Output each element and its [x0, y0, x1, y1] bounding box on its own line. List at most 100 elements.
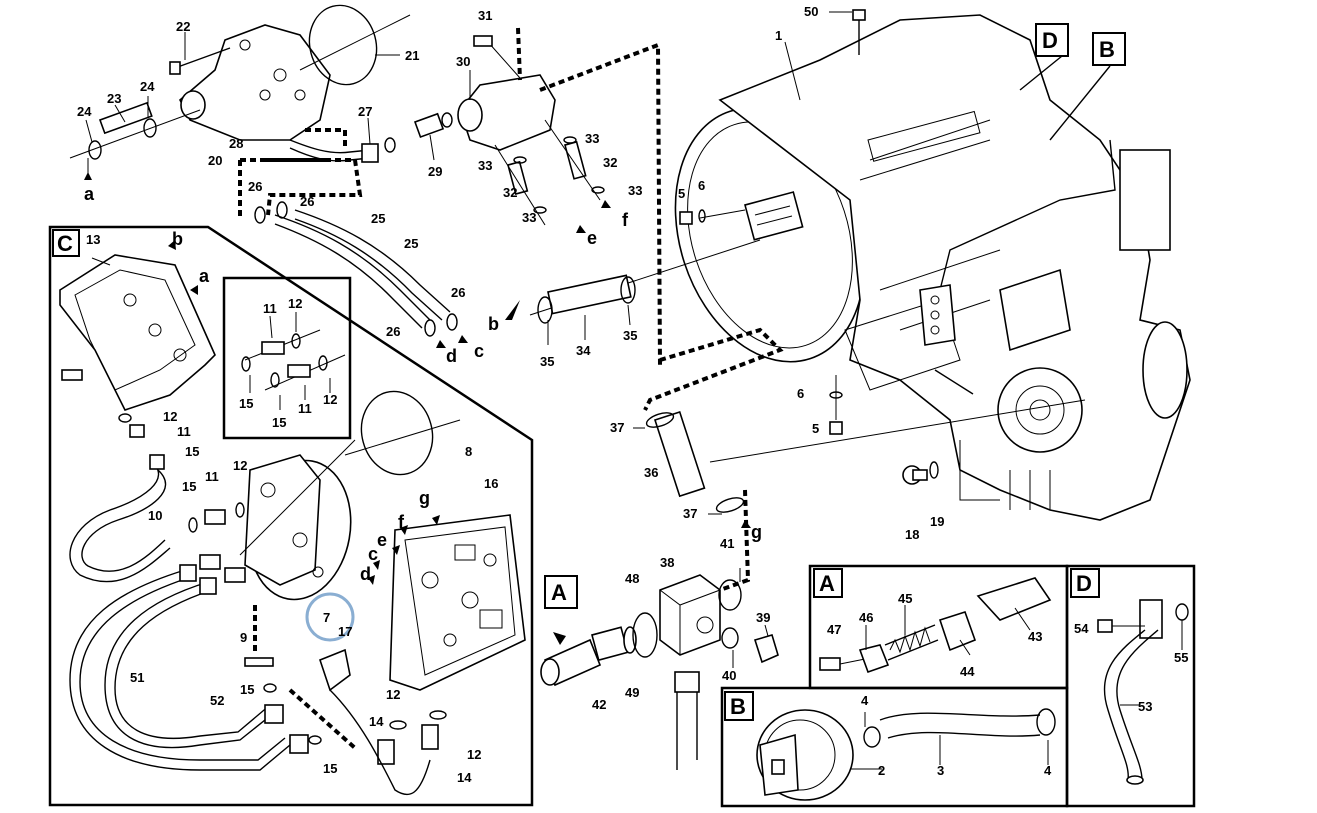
- callout-43: 43: [1028, 629, 1042, 644]
- transmission-housing: [674, 14, 1191, 521]
- section-label-c: C: [52, 229, 80, 257]
- callout-8: 8: [465, 444, 472, 459]
- callout-12c: 12: [163, 409, 177, 424]
- callout-33a: 33: [585, 131, 599, 146]
- valve-housing-7: [239, 439, 356, 601]
- callout-2: 2: [878, 763, 885, 778]
- callout-53: 53: [1138, 699, 1152, 714]
- callout-30: 30: [456, 54, 470, 69]
- valve-block-13: [59, 254, 216, 411]
- callout-36: 36: [644, 465, 658, 480]
- section-d-main-text: D: [1042, 28, 1058, 53]
- callout-15f: 15: [323, 761, 337, 776]
- callout-46: 46: [859, 610, 873, 625]
- callout-16: 16: [484, 476, 498, 491]
- callout-13: 13: [86, 232, 100, 247]
- detail-a-parts: [819, 577, 1052, 674]
- callout-28: 28: [229, 136, 243, 151]
- flow-a2: a: [199, 266, 210, 286]
- callout-25a: 25: [371, 211, 385, 226]
- detail-b-parts: [756, 708, 1056, 801]
- fittings-11-12: [118, 413, 246, 595]
- callout-14b: 14: [457, 770, 472, 785]
- callout-19: 19: [930, 514, 944, 529]
- callout-labels: 1 2 3 4 4 5 5 6 6 7 8 9 10 11 11 11 11 1…: [77, 4, 1188, 785]
- valves-32-33: [494, 119, 605, 226]
- filter-36: [633, 410, 745, 515]
- callout-9: 9: [240, 630, 247, 645]
- tube-23: [69, 96, 201, 160]
- callout-4a: 4: [861, 693, 869, 708]
- callout-23: 23: [107, 91, 121, 106]
- callout-14a: 14: [369, 714, 384, 729]
- callout-33b: 33: [478, 158, 492, 173]
- callout-12a: 12: [288, 296, 302, 311]
- callout-34: 34: [576, 343, 591, 358]
- callout-50: 50: [804, 4, 818, 19]
- callout-52: 52: [210, 693, 224, 708]
- callout-18: 18: [905, 527, 919, 542]
- flow-e1: e: [587, 228, 597, 248]
- callout-6a: 6: [698, 178, 705, 193]
- callout-5b: 5: [812, 421, 819, 436]
- callout-40: 40: [722, 668, 736, 683]
- callout-33d: 33: [522, 210, 536, 225]
- callout-24a: 24: [77, 104, 92, 119]
- section-label-a: A: [813, 568, 843, 598]
- callout-11a: 11: [263, 301, 277, 316]
- flow-b1: b: [172, 229, 183, 249]
- callout-44: 44: [960, 664, 975, 679]
- pump-housing-20: [179, 24, 331, 141]
- callout-11c: 11: [177, 424, 191, 439]
- callout-47: 47: [827, 622, 841, 637]
- hoses-25: [254, 201, 458, 337]
- block-38: [659, 574, 721, 656]
- section-label-a-main: A: [544, 575, 578, 609]
- hose-10: [69, 459, 171, 583]
- callout-1: 1: [775, 28, 782, 43]
- callout-26b: 26: [300, 194, 314, 209]
- callout-22: 22: [176, 19, 190, 34]
- callout-11b: 11: [298, 401, 312, 416]
- flow-c1: c: [474, 341, 484, 361]
- section-b-main-text: B: [1099, 37, 1115, 62]
- detail-box-c: [48, 225, 534, 807]
- callout-51: 51: [130, 670, 144, 685]
- flow-f2: f: [398, 512, 405, 532]
- flow-f1: f: [622, 210, 629, 230]
- callout-37b: 37: [683, 506, 697, 521]
- bolt-22: [169, 32, 231, 75]
- callout-11d: 11: [205, 469, 219, 484]
- callout-41: 41: [720, 536, 734, 551]
- flow-d2: d: [360, 564, 371, 584]
- flow-d1: d: [446, 346, 457, 366]
- callout-26a: 26: [248, 179, 262, 194]
- section-label-d-main: D: [1035, 23, 1069, 57]
- flow-letter-labels: a a b b f c c d d e e f g g: [84, 184, 762, 584]
- detail-box-d: [1065, 564, 1196, 808]
- flow-c2: c: [368, 544, 378, 564]
- dashed-routes: [238, 27, 784, 750]
- callout-15b: 15: [272, 415, 286, 430]
- callout-12e: 12: [386, 687, 400, 702]
- callout-3: 3: [937, 763, 944, 778]
- flow-e2: e: [377, 530, 387, 550]
- section-b-text: B: [730, 694, 746, 719]
- callout-32b: 32: [503, 185, 517, 200]
- pipe-34: [537, 274, 636, 345]
- flow-arrows: [84, 158, 751, 645]
- flow-b2: b: [488, 314, 499, 334]
- callout-10: 10: [148, 508, 162, 523]
- callout-12b: 12: [323, 392, 337, 407]
- detail-d-parts: [1097, 599, 1189, 785]
- callout-20: 20: [208, 153, 222, 168]
- valve-block-16: [389, 514, 526, 691]
- callout-35b: 35: [623, 328, 637, 343]
- flow-g2: g: [419, 488, 430, 508]
- plug-5-top: [679, 209, 706, 225]
- flow-a1: a: [84, 184, 95, 204]
- callout-25b: 25: [404, 236, 418, 251]
- ring-48: [632, 612, 658, 658]
- flow-g1: g: [751, 522, 762, 542]
